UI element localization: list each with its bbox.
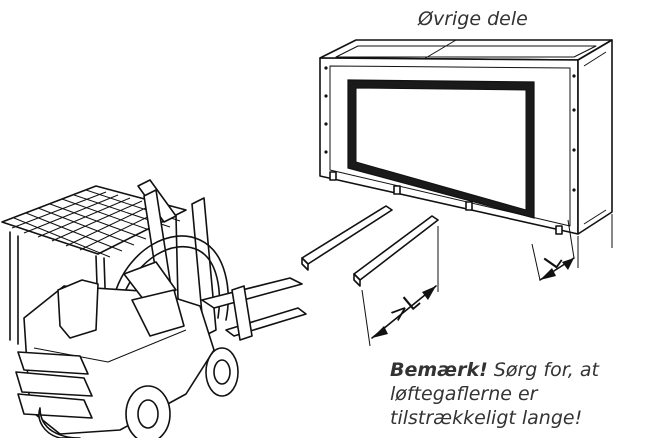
title-label: Øvrige dele [418, 8, 528, 30]
warning-note: Bemærk! Sørg for, at løftegaflerne er ti… [390, 358, 662, 430]
forklift [1, 179, 307, 438]
package-box [319, 39, 613, 235]
box-width-label: L [540, 249, 568, 274]
warning-note-bold: Bemærk! [390, 359, 488, 381]
fork-tines [301, 205, 439, 287]
warning-note-text: Sørg for, at løftegaflerne er tilstrække… [390, 359, 599, 429]
